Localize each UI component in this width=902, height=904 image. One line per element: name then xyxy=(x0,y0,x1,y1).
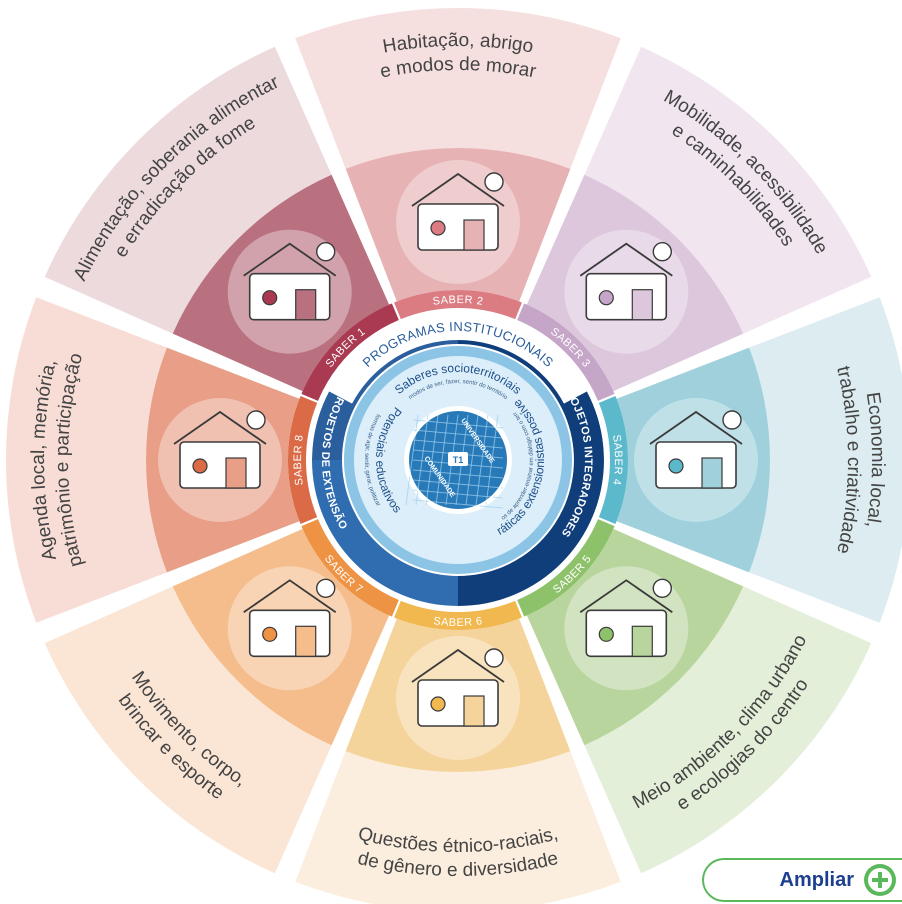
sector-divider xyxy=(37,283,303,398)
mobility-illustration xyxy=(564,229,689,354)
economy-illustration xyxy=(634,398,758,522)
diversity-illustration xyxy=(396,636,520,760)
saber-label: SABER 6 xyxy=(433,615,484,629)
food-illustration xyxy=(227,229,352,354)
sector-divider xyxy=(281,615,396,881)
sector-outer-band xyxy=(6,297,167,623)
sector-outer-band xyxy=(295,751,621,904)
saber-band xyxy=(394,290,522,320)
saber-band xyxy=(301,519,399,617)
sector-outer-band xyxy=(749,297,902,623)
territory-badge xyxy=(448,452,468,466)
sector-divider xyxy=(520,615,635,881)
sector-divider xyxy=(520,39,635,305)
saber-band xyxy=(301,303,399,401)
ampliar-label: Ampliar xyxy=(779,868,854,891)
housing-illustration xyxy=(396,160,520,284)
sector-divider xyxy=(37,522,303,637)
sector-saber6: Questões étnico-raciais,de gênero e dive… xyxy=(295,600,621,904)
saber-band xyxy=(598,396,629,524)
ampliar-button[interactable]: Ampliar xyxy=(702,858,902,902)
saber-label: SABER 2 xyxy=(432,294,484,308)
heritage-illustration xyxy=(158,398,282,522)
sector-saber4: Economia local,trabalho e criatividadeSA… xyxy=(598,297,902,623)
movement-illustration xyxy=(227,566,352,691)
saber-label: SABER 8 xyxy=(292,434,306,486)
sector-outer-band xyxy=(584,46,872,334)
sector-outer-band xyxy=(295,7,621,169)
environment-illustration xyxy=(564,566,689,691)
sector-divider xyxy=(613,283,879,398)
territory-label: T1 xyxy=(453,455,464,465)
sector-outer-band xyxy=(44,46,332,334)
sector-divider xyxy=(281,39,396,305)
sector-saber8: Agenda local, memória,patrimônio e parti… xyxy=(6,297,318,623)
plus-circle-icon xyxy=(864,864,896,896)
ring-top-band xyxy=(327,312,589,404)
sector-outer-band xyxy=(44,586,332,874)
saber-band xyxy=(517,519,615,617)
sector-divider xyxy=(613,522,879,637)
sector-outer-band xyxy=(584,586,872,874)
saber-label: SABER 4 xyxy=(610,434,624,486)
sector-saber7: Movimento, corpo,brincar e esporteSABER … xyxy=(44,519,399,874)
saber-band xyxy=(517,303,615,401)
saber-band xyxy=(394,600,522,630)
ring-left xyxy=(312,460,458,606)
saber-band xyxy=(288,396,318,524)
